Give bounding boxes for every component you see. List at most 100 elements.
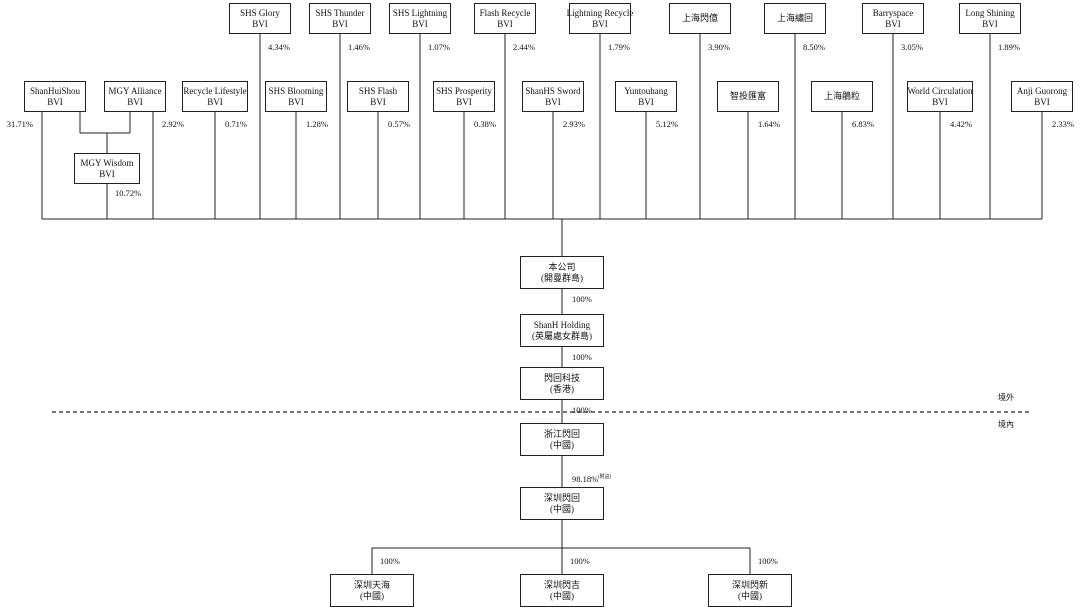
pct-shanhs-sword: 2.93% <box>563 119 585 129</box>
pct-mgy-wisdom: 10.72% <box>115 188 142 198</box>
entity-zhejiang-shanhui-name: 浙江閃回 <box>543 428 580 439</box>
connector-lines <box>41 34 1043 574</box>
pct-shanhuishou: 31.71% <box>6 119 33 129</box>
entity-shenzhen-tianhai-jurisdiction: (中國) <box>360 590 384 601</box>
shareholder-shanhs-sword-jurisdiction: BVI <box>545 96 561 107</box>
entity-shenzhen-shanxin-name: 深圳閃新 <box>731 579 768 590</box>
pct-shs-thunder: 1.46% <box>348 42 370 52</box>
shareholder-yuntouhang-jurisdiction: BVI <box>638 96 654 107</box>
shareholder-shs-blooming-name: SHS Blooming <box>268 85 324 96</box>
shareholder-shanhuishou-jurisdiction: BVI <box>47 96 63 107</box>
shareholder-mgy-wisdom-name: MGY Wisdom <box>80 157 134 168</box>
shareholder-long-shining-name: Long Shining <box>965 7 1015 18</box>
shareholder-shs-glory-name: SHS Glory <box>240 7 280 18</box>
shareholder-lightning-recycle-name: Lightning Recycle <box>566 7 634 18</box>
pct-mgy-alliance: 2.92% <box>162 119 184 129</box>
shareholder-shanghai-yuanyue-name: 上海鵑粒 <box>823 91 860 101</box>
entity-shenzhen-shanhui: 深圳閃回(中國) <box>520 487 604 520</box>
shareholder-world-circulation-name: World Circulation <box>907 85 973 96</box>
entity-shanhui-tech-hk-jurisdiction: (香港) <box>550 383 574 394</box>
pct-shenzhen-tianhai: 100% <box>380 556 400 566</box>
shareholder-world-circulation-jurisdiction: BVI <box>932 96 948 107</box>
pct-shanhui-tech-hk: 100% <box>572 405 592 415</box>
shareholder-shs-thunder-name: SHS Thunder <box>315 7 365 18</box>
shareholder-barryspace-name: Barryspace <box>872 7 914 18</box>
entity-shenzhen-shanji: 深圳閃吉(中國) <box>520 574 604 607</box>
shareholder-shs-glory-jurisdiction: BVI <box>252 18 268 29</box>
entity-shanh-holding-jurisdiction: (英屬處女群島) <box>532 330 592 341</box>
entity-shenzhen-shanxin-jurisdiction: (中國) <box>738 590 762 601</box>
shareholder-shs-flash-jurisdiction: BVI <box>370 96 386 107</box>
entity-shenzhen-shanhui-name: 深圳閃回 <box>543 492 580 503</box>
note-marker: (附註) <box>598 475 612 480</box>
pct-zhejiang-shanhui: 98.18% <box>572 474 599 484</box>
pct-shenzhen-shanxin: 100% <box>758 556 778 566</box>
entity-shanh-holding: ShanH Holding(英屬處女群島) <box>520 314 604 347</box>
entity-shenzhen-shanji-name: 深圳閃吉 <box>543 579 580 590</box>
shareholder-shanghai-yuanyue: 上海鵑粒 <box>811 81 873 112</box>
entity-zhejiang-shanhui-jurisdiction: (中國) <box>550 439 574 450</box>
shareholder-long-shining-jurisdiction: BVI <box>982 18 998 29</box>
shareholder-mgy-alliance-name: MGY Alliance <box>108 85 162 96</box>
shareholder-shs-prosperity-name: SHS Prosperity <box>436 85 492 96</box>
shareholder-mgy-alliance-jurisdiction: BVI <box>127 96 143 107</box>
pct-shs-lightning: 1.07% <box>428 42 450 52</box>
shareholder-shanghai-shanxiang-name: 上海閃億 <box>681 13 718 23</box>
shareholder-zhitou-huifu-name: 智投匯富 <box>729 91 766 101</box>
pct-shs-prosperity: 0.38% <box>474 119 496 129</box>
shareholder-shanghai-shanxiang: 上海閃億 <box>669 3 731 34</box>
shareholder-shs-flash-name: SHS Flash <box>358 85 398 96</box>
pct-shanghai-shanhui: 8.50% <box>803 42 825 52</box>
shareholder-shs-thunder-jurisdiction: BVI <box>332 18 348 29</box>
pct-yuntouhang: 5.12% <box>656 119 678 129</box>
shareholder-shs-lightning-name: SHS Lightning <box>392 7 448 18</box>
entity-shenzhen-shanxin: 深圳閃新(中國) <box>708 574 792 607</box>
entity-shenzhen-shanji-jurisdiction: (中國) <box>550 590 574 601</box>
pct-anji-guorong: 2.33% <box>1052 119 1074 129</box>
entity-shenzhen-tianhai-name: 深圳天海 <box>353 579 390 590</box>
entity-company-jurisdiction: (開曼群島) <box>541 272 583 283</box>
shareholder-shanhuishou-name: ShanHuiShou <box>29 85 80 96</box>
pct-shanghai-shanxiang: 3.90% <box>708 42 730 52</box>
shareholder-shs-lightning-jurisdiction: BVI <box>412 18 428 29</box>
pct-long-shining: 1.89% <box>998 42 1020 52</box>
pct-company: 100% <box>572 294 592 304</box>
shareholder-flash-recycle-name: Flash Recycle <box>479 7 531 18</box>
pct-flash-recycle: 2.44% <box>513 42 535 52</box>
shareholder-shanhs-sword-name: ShanHS Sword <box>525 85 581 96</box>
entity-shenzhen-shanhui-jurisdiction: (中國) <box>550 503 574 514</box>
shareholder-recycle-lifestyle-name: Recycle Lifestyle <box>183 85 247 96</box>
entity-shanh-holding-name: ShanH Holding <box>533 319 591 330</box>
pct-world-circulation: 4.42% <box>950 119 972 129</box>
pct-zhitou-huifu: 1.64% <box>758 119 780 129</box>
entity-shenzhen-tianhai: 深圳天海(中國) <box>330 574 414 607</box>
entity-shanhui-tech-hk-name: 閃回科技 <box>543 372 580 383</box>
entity-zhejiang-shanhui: 浙江閃回(中國) <box>520 423 604 456</box>
pct-lightning-recycle: 1.79% <box>608 42 630 52</box>
shareholder-anji-guorong-name: Anji Guorong <box>1016 85 1068 96</box>
shareholder-shanghai-shanhui: 上海繡回 <box>764 3 826 34</box>
pct-shenzhen-shanji: 100% <box>570 556 590 566</box>
offshore-label: 境外 <box>998 393 1014 402</box>
pct-barryspace: 3.05% <box>901 42 923 52</box>
entity-company: 本公司(開曼群島) <box>520 256 604 289</box>
pct-shs-glory: 4.34% <box>268 42 290 52</box>
shareholder-shanghai-shanhui-name: 上海繡回 <box>776 13 813 23</box>
shareholder-anji-guorong-jurisdiction: BVI <box>1034 96 1050 107</box>
shareholder-yuntouhang-name: Yuntouhang <box>624 85 668 96</box>
pct-shs-flash: 0.57% <box>388 119 410 129</box>
entity-company-name: 本公司 <box>548 261 576 272</box>
